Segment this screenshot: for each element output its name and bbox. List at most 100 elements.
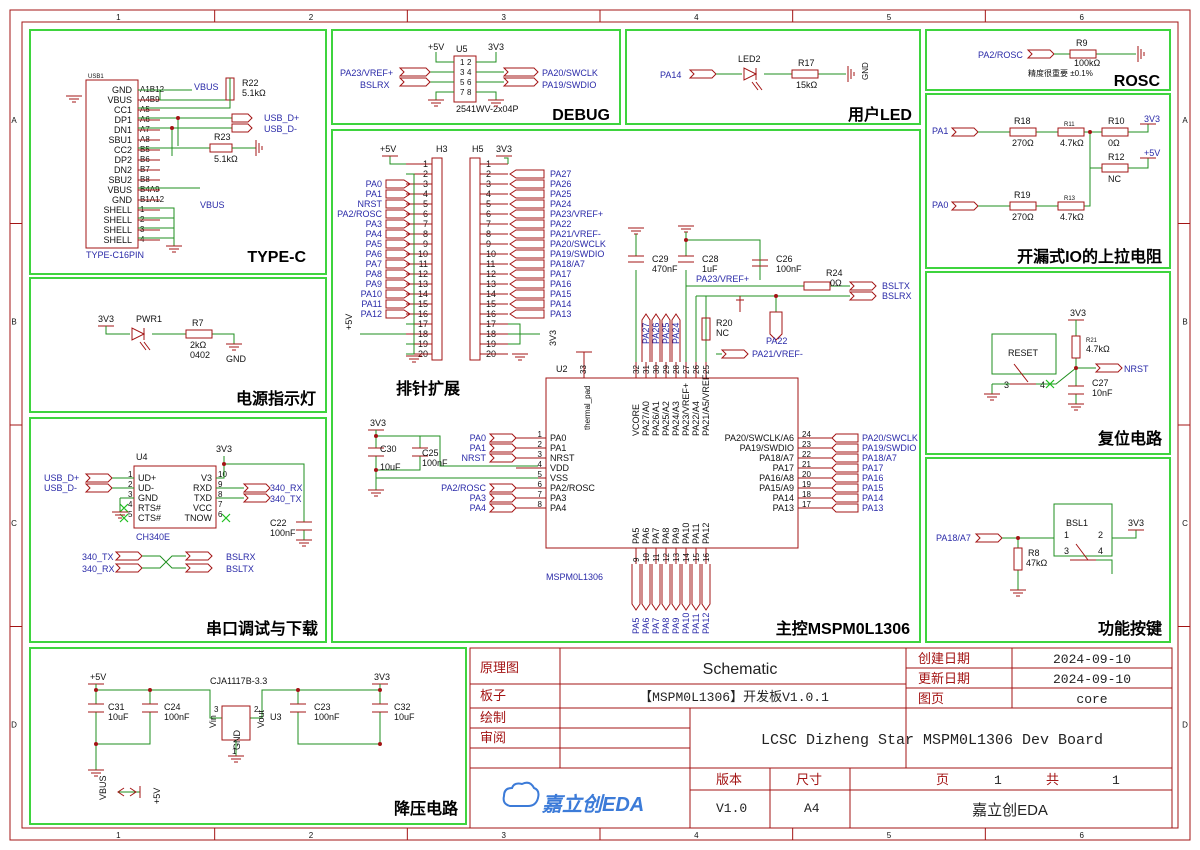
u2-pin-name: PA8 [661, 528, 671, 544]
net-flag [688, 69, 717, 79]
r19-value: 270Ω [1012, 212, 1034, 222]
debug-left-net-2: BSLRX [360, 80, 390, 90]
u2-right-net: PA17 [862, 463, 883, 473]
u2-pin-name: PA0 [550, 433, 566, 443]
title-mcu: 主控MSPM0L1306 [776, 619, 910, 638]
tb-company: 嘉立创EDA [972, 802, 1048, 819]
section-pullup [925, 93, 1171, 269]
thermal-pad: thermal_pad [583, 386, 592, 430]
r17-body [791, 69, 819, 79]
tb-v2: 【MSPM0L1306】开发板V1.0.1 [639, 689, 829, 705]
pa22-flag [769, 311, 783, 341]
c23-ref: C23 [314, 702, 331, 712]
pa23-net: PA23/VREF+ [696, 274, 749, 284]
h3-net-label: PA6 [366, 249, 382, 259]
u2-pin-name: PA14 [773, 493, 794, 503]
debug-signal-wires [430, 71, 504, 83]
u2-top-net: PA27 [641, 323, 651, 344]
net-flag [385, 269, 411, 279]
net-flag [509, 209, 545, 219]
pa1-wire [978, 124, 1149, 133]
net-flag [184, 563, 213, 573]
r24-body [803, 281, 831, 291]
r7-ref: R7 [192, 318, 204, 328]
r19-ref: R19 [1014, 190, 1031, 200]
r22-value: 5.1kΩ [242, 88, 266, 98]
net-flag [114, 551, 143, 561]
u2-top-net: PA25 [661, 323, 671, 344]
u2-pin-name: PA7 [651, 528, 661, 544]
u2-pin-num: 5 [538, 470, 543, 479]
u4-pin-name: TXD [194, 493, 213, 503]
net-flag [509, 259, 545, 269]
usb-wires [112, 477, 134, 512]
r20-ref: R20 [716, 318, 733, 328]
h5-net-label: PA26 [550, 179, 571, 189]
net-flag [509, 279, 545, 289]
u5-pin-num: 2 [467, 58, 472, 67]
junction [378, 688, 382, 692]
pa0-wire [978, 168, 1091, 207]
gnd-symbol [66, 95, 82, 103]
h3-net-label: PA11 [361, 299, 382, 309]
u2-pin-num: 3 [538, 450, 543, 459]
net-flag [488, 443, 517, 453]
gnd-symbol [428, 99, 444, 107]
u2-pin-num: 8 [538, 500, 543, 509]
usb1-pin-name: GND [112, 195, 133, 205]
u2-pin-name: PA4 [550, 503, 566, 513]
reset-button-label: RESET [1008, 348, 1039, 358]
junction [1016, 536, 1020, 540]
vbus2-label: VBUS [200, 200, 225, 210]
net-flag [385, 299, 411, 309]
u2-bottom-net: PA7 [651, 618, 661, 634]
junction [374, 468, 378, 472]
r7-body [185, 329, 213, 339]
c29-ref: C29 [652, 254, 669, 264]
uart-3v3: 3V3 [216, 444, 232, 454]
bsl1-switch [1070, 543, 1096, 561]
title-user-led: 用户LED [848, 105, 912, 124]
junction [1088, 130, 1092, 134]
net-flag [385, 239, 411, 249]
u4-part: CH340E [136, 532, 170, 542]
usb1-pin-name: SBU2 [108, 175, 132, 185]
section-debug [331, 29, 621, 125]
u4-pin-num: 6 [218, 510, 223, 519]
u4-pin-name: UD+ [138, 473, 156, 483]
net-flag [631, 564, 641, 611]
h3-net-label: PA7 [366, 259, 382, 269]
usb1-pin-name: SBU1 [108, 135, 132, 145]
u2-right-net: PA14 [862, 493, 883, 503]
grid-col-top: 2 [309, 13, 314, 22]
grid-row-left: D [11, 720, 17, 729]
u2-pin-name: PA23/VREF+ [681, 383, 691, 436]
gnd-symbol [984, 393, 1000, 401]
uart-rx: 340_RX [270, 483, 303, 493]
u2-bottom-net: PA5 [631, 618, 641, 634]
net-flag [950, 201, 979, 211]
u3-ref: U3 [270, 712, 282, 722]
u2-bottom-net: PA9 [671, 618, 681, 634]
gnd-symbol [296, 539, 312, 547]
bslrx-net: BSLRX [882, 291, 912, 301]
debug-gnd-wires [435, 91, 497, 100]
grid-col-top: 4 [694, 13, 699, 22]
cc1-wire [138, 78, 231, 109]
h5-net-label: PA21/VREF- [550, 229, 601, 239]
tb-k3: 绘制 [480, 710, 506, 725]
tb-v1: Schematic [703, 661, 778, 678]
gnd-symbol [736, 296, 744, 312]
vdd-3v3: 3V3 [370, 418, 386, 428]
gnd-symbol [678, 225, 694, 233]
u4-pin-num: 10 [218, 470, 227, 479]
u4-pin-num: 7 [218, 500, 223, 509]
cloud-icon [502, 781, 540, 807]
pin-headers: H3 H5 +5V 3V3 12345678910111213141516171… [337, 144, 606, 363]
r23-value: 5.1kΩ [214, 154, 238, 164]
net-flag [831, 433, 859, 443]
c26-ref: C26 [776, 254, 793, 264]
u2-pin-num: 20 [802, 470, 811, 479]
u4-body [133, 465, 217, 529]
tb-size-k: 尺寸 [796, 772, 822, 787]
